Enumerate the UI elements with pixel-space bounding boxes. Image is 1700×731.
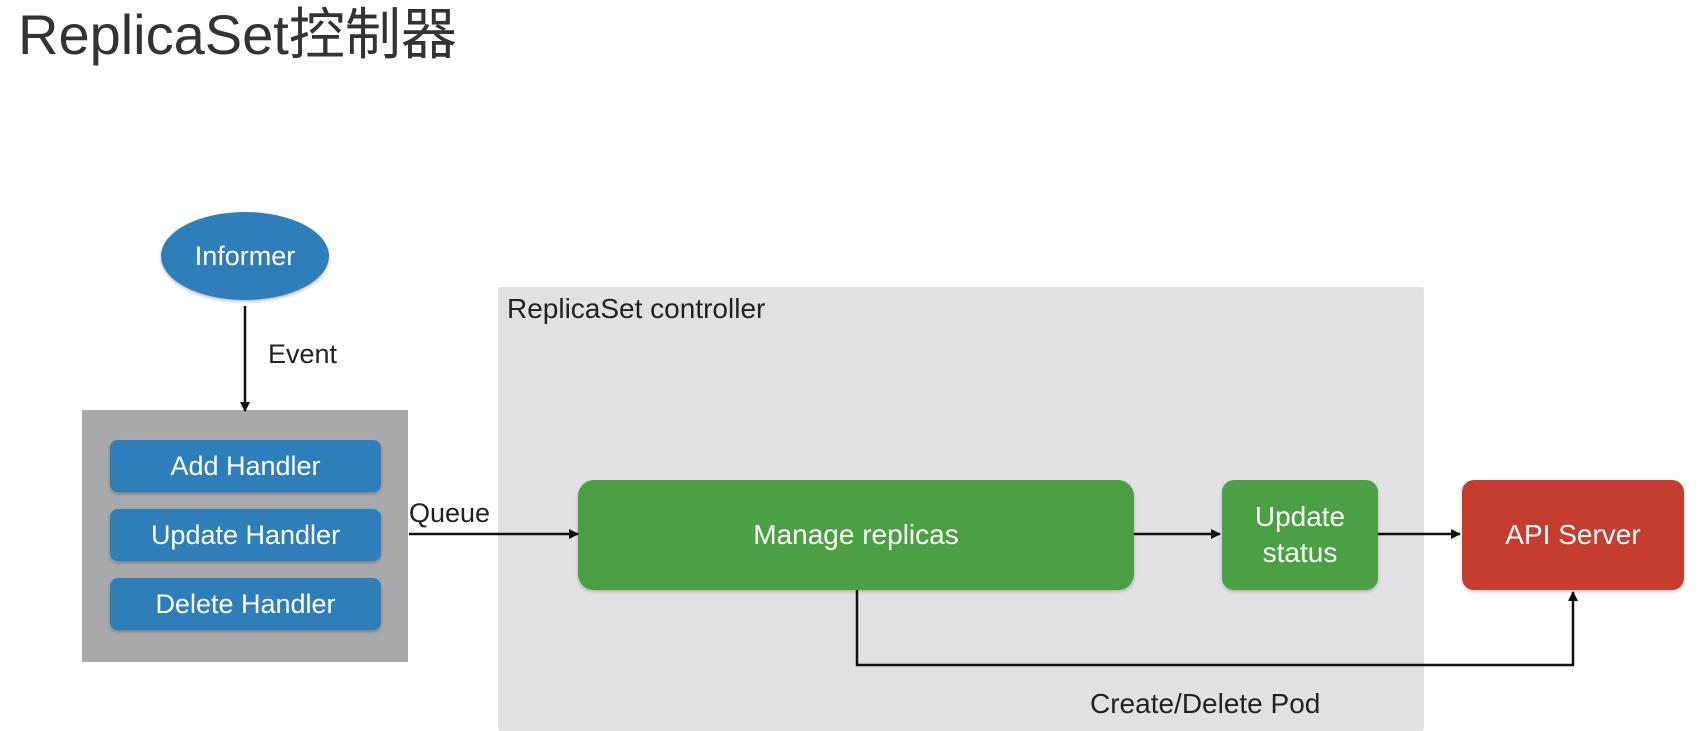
queue-label: Queue xyxy=(409,498,491,528)
delete-handler-node: Delete Handler xyxy=(110,578,381,630)
page-title: ReplicaSet控制器 xyxy=(18,3,457,66)
create-delete-pod-label: Create/Delete Pod xyxy=(1090,688,1321,719)
informer-label: Informer xyxy=(194,240,296,271)
update-handler-label: Update Handler xyxy=(150,519,341,550)
informer-node: Informer xyxy=(161,212,329,300)
event-label: Event xyxy=(268,339,338,369)
api-server-label: API Server xyxy=(1505,519,1641,550)
delete-handler-label: Delete Handler xyxy=(155,588,336,619)
replicaset-controller-label: ReplicaSet controller xyxy=(507,293,766,324)
update-status-node: Update status xyxy=(1222,480,1378,590)
manage-replicas-label: Manage replicas xyxy=(753,519,959,550)
update-handler-node: Update Handler xyxy=(110,509,381,561)
add-handler-label: Add Handler xyxy=(170,450,321,481)
manage-replicas-node: Manage replicas xyxy=(578,480,1134,590)
api-server-node: API Server xyxy=(1462,480,1684,590)
add-handler-node: Add Handler xyxy=(110,440,381,492)
update-status-label: Update status xyxy=(1254,501,1346,568)
